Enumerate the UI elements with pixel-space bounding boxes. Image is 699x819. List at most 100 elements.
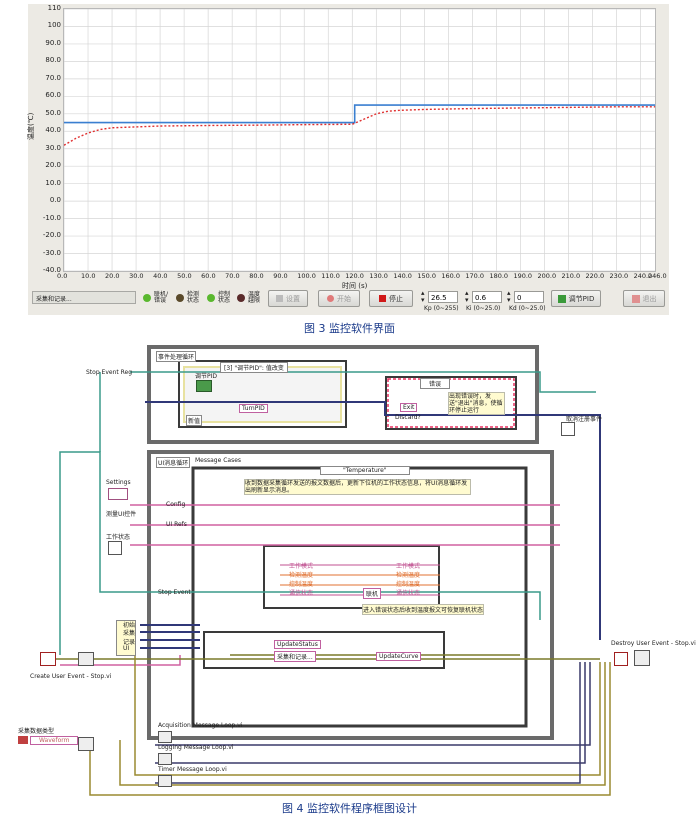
queue-label-log: 记录 bbox=[123, 639, 136, 646]
create-user-event-label: Create User Event - Stop.vi bbox=[30, 673, 112, 680]
ui-widget-label: 测量UI控件 bbox=[106, 511, 137, 518]
cancel-reg-icon bbox=[561, 422, 575, 436]
stop-button[interactable]: 停止 bbox=[369, 290, 413, 307]
kd-input[interactable]: 0 bbox=[514, 291, 544, 303]
cancel-reg-label: 取消注册事件 bbox=[566, 416, 603, 423]
collect-record-constant: 采集和记录... bbox=[274, 651, 316, 662]
bundle-detect-temp: 检测温度 bbox=[289, 572, 314, 579]
pid-terminal-icon bbox=[196, 380, 212, 392]
y-tick-label: -40.0 bbox=[42, 266, 61, 274]
y-tick-label: 0.0 bbox=[49, 196, 61, 205]
queue-label-acq: 采集 bbox=[123, 630, 136, 637]
exit-constant: Exit bbox=[400, 403, 418, 412]
exit-button[interactable]: 退出 bbox=[623, 290, 665, 307]
new-value-label: 新值 bbox=[186, 415, 203, 426]
temp-limit-indicator: 温度 越限 bbox=[237, 291, 260, 305]
unbundle-control-temp: 控制温度 bbox=[396, 581, 421, 588]
x-tick-label: 100.0 bbox=[297, 272, 316, 280]
bundle-work-mode: 工作模式 bbox=[289, 563, 314, 570]
y-tick-label: 70.0 bbox=[45, 73, 61, 82]
pid-icon bbox=[557, 294, 566, 303]
kp-input[interactable]: 26.5 bbox=[428, 291, 458, 303]
destroy-event-vi-icon bbox=[634, 650, 650, 666]
ki-input[interactable]: 0.6 bbox=[472, 291, 502, 303]
stop-icon bbox=[379, 295, 386, 302]
discard-label: Discard? bbox=[395, 414, 421, 421]
control-led-icon bbox=[207, 294, 215, 302]
error-case-selector: 错误 bbox=[420, 378, 451, 389]
adjust-pid-button[interactable]: 调节PID bbox=[551, 290, 601, 307]
stop-label: 停止 bbox=[389, 294, 403, 303]
y-tick-label: 20.0 bbox=[45, 161, 61, 170]
ki-label: Ki (0~25.0) bbox=[466, 305, 501, 312]
x-tick-label: 140.0 bbox=[393, 272, 412, 280]
online-constant: 联机 bbox=[363, 588, 382, 599]
settings-cluster-icon bbox=[108, 488, 128, 500]
create-event-icon bbox=[40, 652, 56, 666]
event-case-selector: [3] "调节PID": 值改变 bbox=[220, 362, 288, 373]
x-tick-label: 20.0 bbox=[105, 272, 120, 280]
start-icon bbox=[327, 295, 334, 302]
exit-icon bbox=[631, 294, 640, 303]
x-tick-label: 220.0 bbox=[585, 272, 605, 280]
online-led-icon bbox=[143, 294, 151, 302]
pid-control-terminal: 调节PID bbox=[195, 373, 218, 380]
y-tick-label: 10.0 bbox=[45, 178, 61, 187]
status-text-field: 采集和记录... bbox=[32, 291, 136, 304]
kd-stepper-icon[interactable]: ▴▾ bbox=[507, 289, 511, 304]
x-tick-label: 70.0 bbox=[225, 272, 240, 280]
x-tick-label: 230.0 bbox=[609, 272, 629, 280]
x-tick-label: 10.0 bbox=[81, 272, 96, 280]
x-tick-label: 150.0 bbox=[417, 272, 436, 280]
control-indicator: 控制 状态 bbox=[207, 291, 230, 305]
y-tick-label: 50.0 bbox=[45, 108, 61, 117]
queue-label-ui: UI bbox=[123, 645, 130, 652]
y-tick-label: -10.0 bbox=[42, 213, 61, 222]
log-loop-label: Logging Message Loop.vi bbox=[158, 744, 234, 751]
turnpid-label: TurnPID bbox=[239, 404, 268, 413]
figure4-caption: 图 4 监控软件程序框图设计 bbox=[282, 802, 417, 815]
config-label: Config bbox=[166, 501, 186, 508]
start-label: 开始 bbox=[337, 294, 351, 303]
timer-loop-label: Timer Message Loop.vi bbox=[158, 766, 227, 773]
detect-indicator-label: 检测 状态 bbox=[187, 291, 200, 304]
waveform-ring-icon bbox=[18, 736, 28, 744]
x-tick-label: 50.0 bbox=[177, 272, 192, 280]
case-note: 收到数据采集循环发送的报文数据后，更新下位机的工作状态信息，将UI消息循环发出刷… bbox=[244, 479, 471, 495]
unbundle-detect-temp: 检测温度 bbox=[396, 572, 421, 579]
y-tick-label: 30.0 bbox=[45, 143, 61, 152]
timer-loop-icon bbox=[158, 775, 172, 787]
online-indicator-label: 联机/ 错误 bbox=[154, 291, 169, 304]
y-tick-label: -30.0 bbox=[42, 248, 61, 257]
settings-button[interactable]: 设置 bbox=[268, 290, 308, 307]
ki-stepper-icon[interactable]: ▴▾ bbox=[465, 289, 469, 304]
detect-led-icon bbox=[176, 294, 184, 302]
bundle-comm-state: 通信状态 bbox=[289, 590, 314, 597]
ui-refs-label: UI Refs bbox=[166, 521, 187, 528]
kp-label: Kp (0~255) bbox=[424, 305, 459, 312]
stop-event-reg-label: Stop Event Reg bbox=[86, 369, 133, 376]
destroy-event-icon bbox=[614, 652, 628, 666]
chart-plot-area bbox=[63, 8, 656, 272]
x-tick-label: 170.0 bbox=[465, 272, 485, 280]
x-tick-label: 120.0 bbox=[345, 272, 364, 280]
temperature-chart bbox=[63, 8, 655, 272]
acq-loop-icon bbox=[158, 731, 172, 743]
settings-terminal-label: Settings bbox=[106, 479, 131, 486]
figure3-caption: 图 3 监控软件界面 bbox=[304, 322, 395, 335]
x-tick-label: 210.0 bbox=[561, 272, 581, 280]
x-tick-label: 0.0 bbox=[57, 272, 68, 280]
acq-loop-label: Acquisition Message Loop.vi bbox=[158, 722, 243, 729]
work-state-label: 工作状态 bbox=[106, 534, 131, 541]
start-button[interactable]: 开始 bbox=[318, 290, 360, 307]
queue-label-init: 初始 bbox=[123, 622, 136, 629]
settings-label: 设置 bbox=[286, 294, 300, 303]
acq-type-label: 采集数据类型 bbox=[18, 728, 55, 735]
x-axis-label: 时间 (s) bbox=[342, 282, 368, 290]
bundle-control-temp: 控制温度 bbox=[289, 581, 314, 588]
control-indicator-label: 控制 状态 bbox=[218, 291, 231, 304]
temp-limit-led-icon bbox=[237, 294, 245, 302]
kp-stepper-icon[interactable]: ▴▾ bbox=[421, 289, 425, 304]
x-tick-label: 90.0 bbox=[273, 272, 288, 280]
